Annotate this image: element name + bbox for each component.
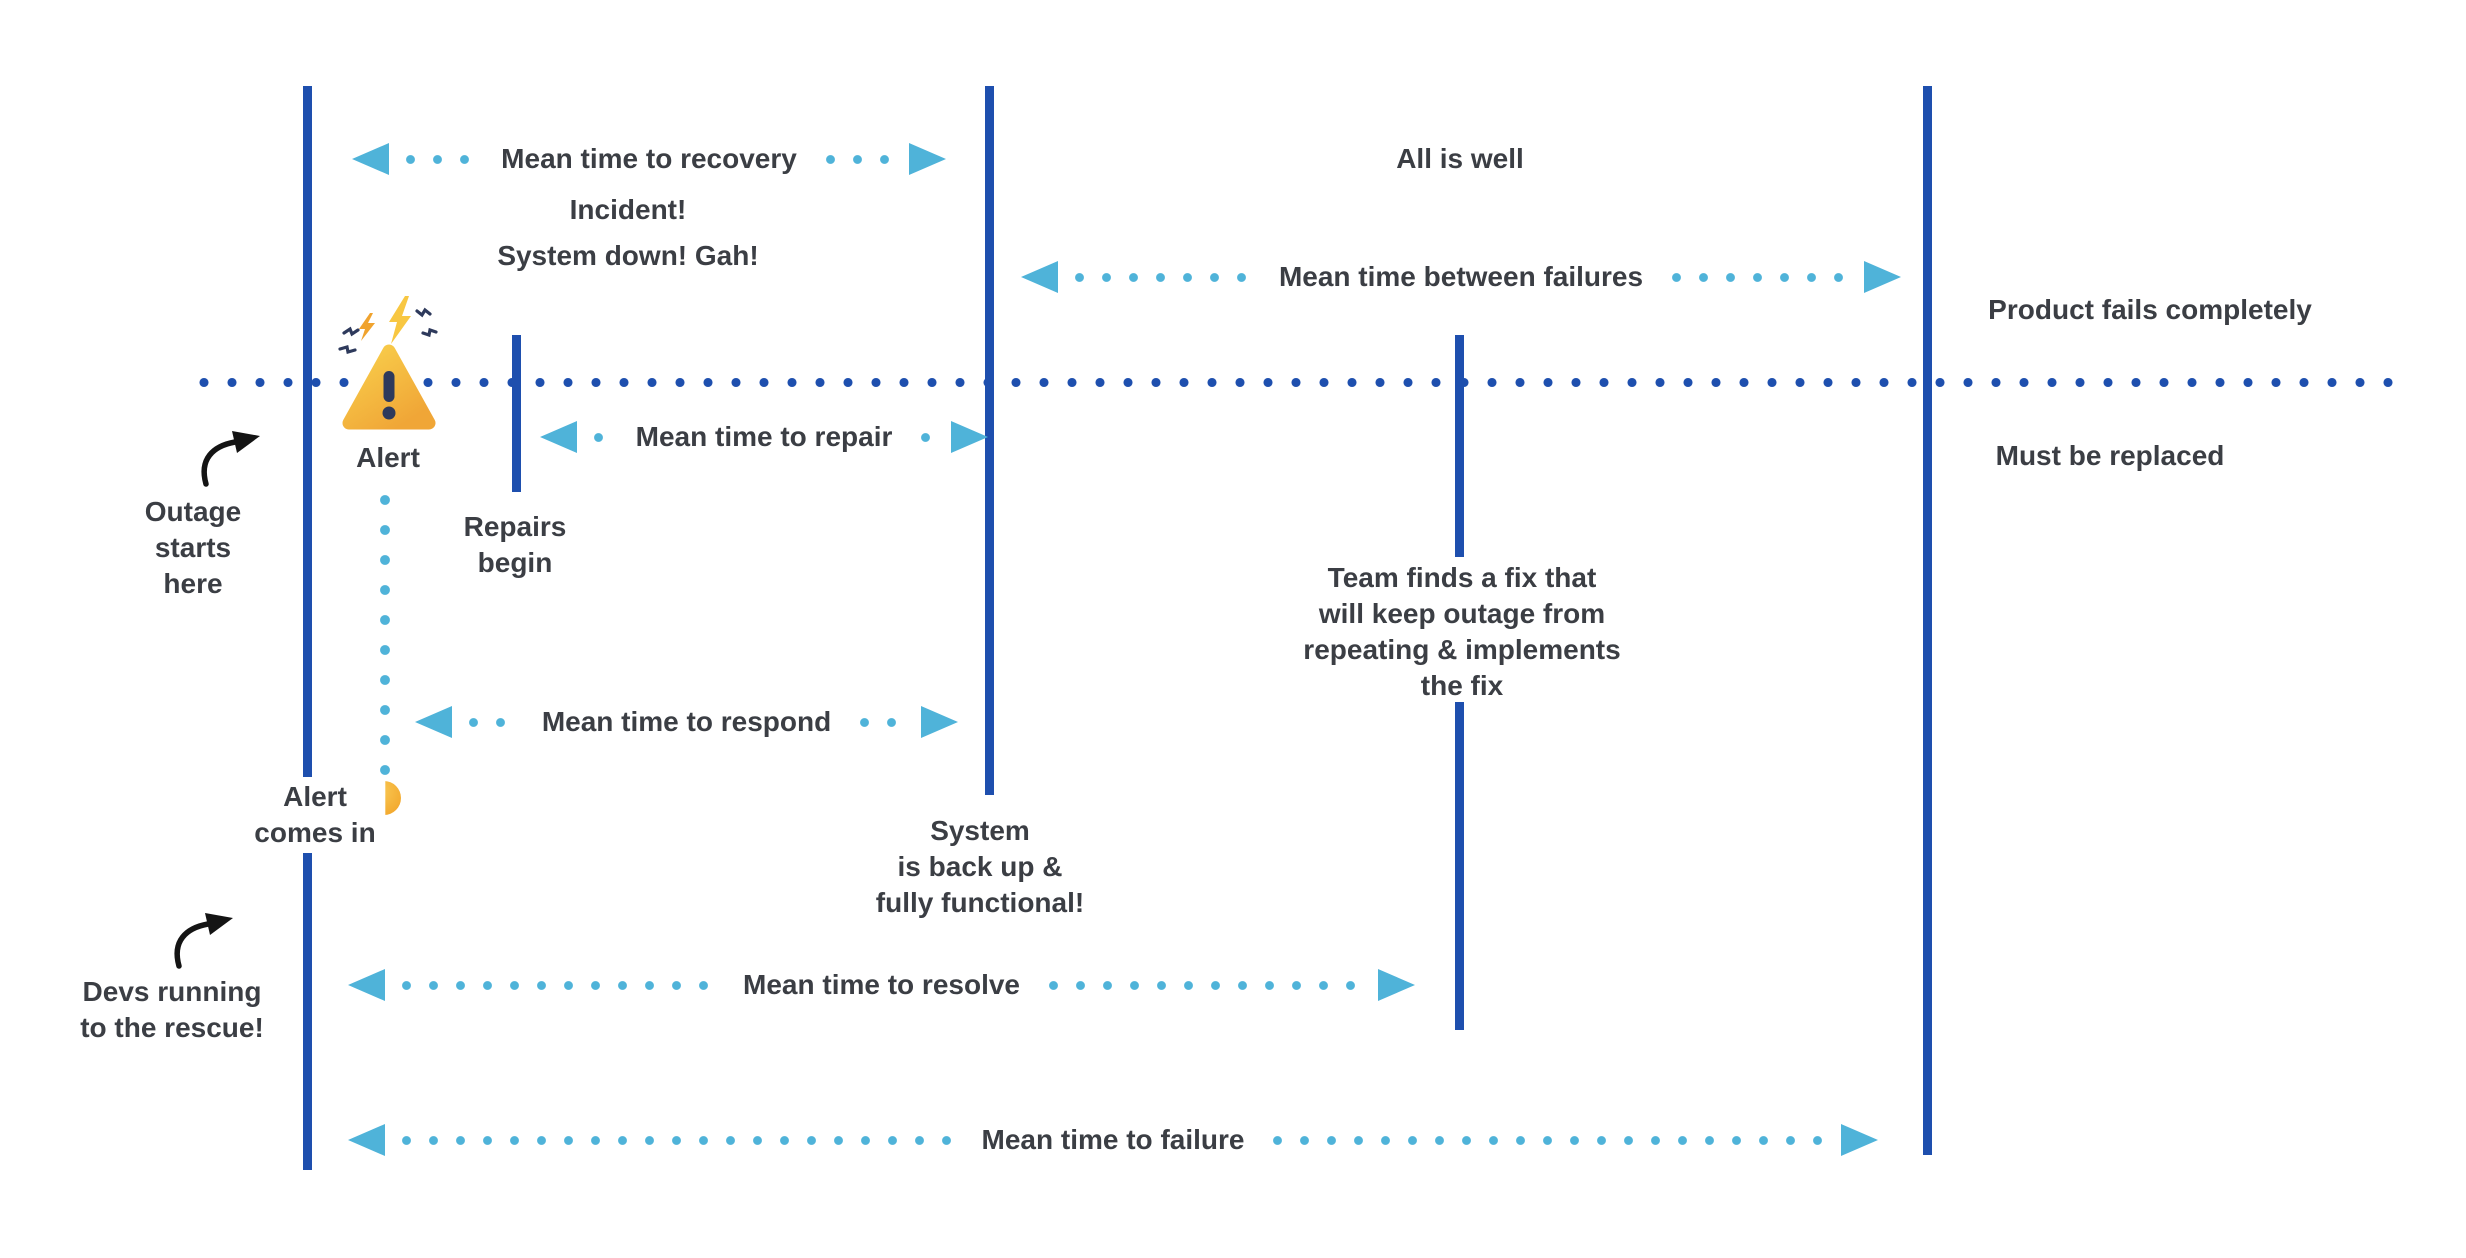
dotted-segment [585, 432, 616, 442]
product-failure-line [1923, 86, 1932, 1155]
mean-time-to-recovery-arrow: Mean time to recovery [352, 143, 947, 175]
dotted-segment [460, 717, 522, 727]
warning-triangle-icon [338, 296, 438, 430]
metric-label-failure: Mean time to failure [981, 1124, 1245, 1155]
system-restored-line [985, 86, 994, 795]
arrowhead-left-icon [540, 421, 577, 453]
arrowhead-right-icon [909, 143, 947, 175]
dotted-segment [1066, 272, 1259, 282]
fix-implemented-tick-lower [1455, 702, 1464, 1030]
metric-label-recovery: Mean time to recovery [501, 143, 797, 174]
curved-arrow-head [205, 913, 233, 935]
incident-label: Incident! System down! Gah! [497, 194, 759, 271]
metric-label-between-failures: Mean time between failures [1278, 261, 1644, 292]
outage-starts-label: Outage starts here [144, 496, 242, 599]
exclamation-dot [382, 406, 396, 420]
lightning-bolt-small-icon [359, 313, 375, 341]
dotted-segment [1663, 272, 1857, 282]
outage-start-line [303, 86, 312, 1170]
dotted-segment [1264, 1135, 1833, 1145]
devs-rescue-label: Devs running to the rescue! [80, 976, 264, 1043]
system-back-label: System is back up & fully functional! [875, 815, 1085, 918]
mean-time-to-failure-arrow: Mean time to failure [348, 1124, 1878, 1156]
lightning-bolt-icon [389, 296, 411, 344]
dotted-segment [912, 432, 944, 442]
triangle-body [342, 344, 436, 430]
curved-arrow-head [232, 431, 260, 453]
repairs-begin-label: Repairs begin [463, 511, 567, 578]
dotted-segment [393, 980, 724, 990]
dotted-segment [816, 154, 902, 164]
must-be-replaced-label: Must be replaced [1995, 440, 2225, 471]
alert-drop-dotted-line [380, 485, 390, 777]
metric-label-resolve: Mean time to resolve [743, 969, 1020, 1000]
team-fix-label: Team finds a fix that will keep outage f… [1303, 562, 1621, 701]
arrowhead-right-icon [1378, 969, 1416, 1001]
fix-implemented-tick-upper [1455, 335, 1464, 557]
product-fails-label: Product fails completely [1988, 294, 2312, 325]
arrowhead-right-icon [1864, 261, 1902, 293]
metric-label-repair: Mean time to repair [635, 421, 893, 452]
arrowhead-right-icon [1841, 1124, 1878, 1156]
mean-time-to-respond-arrow: Mean time to respond [415, 706, 958, 738]
curved-arrow-icon [174, 921, 211, 969]
arrowhead-right-icon [951, 421, 989, 453]
mean-time-to-repair-arrow: Mean time to repair [540, 421, 989, 453]
dotted-segment [393, 1135, 962, 1145]
dotted-segment [851, 717, 913, 727]
arrowhead-left-icon [352, 143, 389, 175]
all-is-well-label: All is well [1396, 143, 1524, 174]
alert-scribbles [338, 307, 438, 355]
arrowhead-left-icon [348, 1124, 385, 1156]
metric-label-respond: Mean time to respond [541, 706, 832, 737]
arrowhead-left-icon [1021, 261, 1058, 293]
dotted-segment [397, 154, 482, 164]
alert-comes-in-label: Alert comes in [244, 777, 386, 853]
arrowhead-right-icon [921, 706, 958, 738]
mean-time-between-failures-arrow: Mean time between failures [1021, 261, 1902, 293]
mean-time-to-resolve-arrow: Mean time to resolve [348, 969, 1416, 1001]
system-status-timeline [190, 378, 2410, 387]
dotted-segment [1040, 980, 1371, 990]
alert-label: Alert [356, 442, 420, 473]
curved-arrow-icon [201, 439, 238, 487]
arrowhead-left-icon [348, 969, 385, 1001]
repairs-begin-tick [512, 335, 521, 492]
arrowhead-left-icon [415, 706, 452, 738]
